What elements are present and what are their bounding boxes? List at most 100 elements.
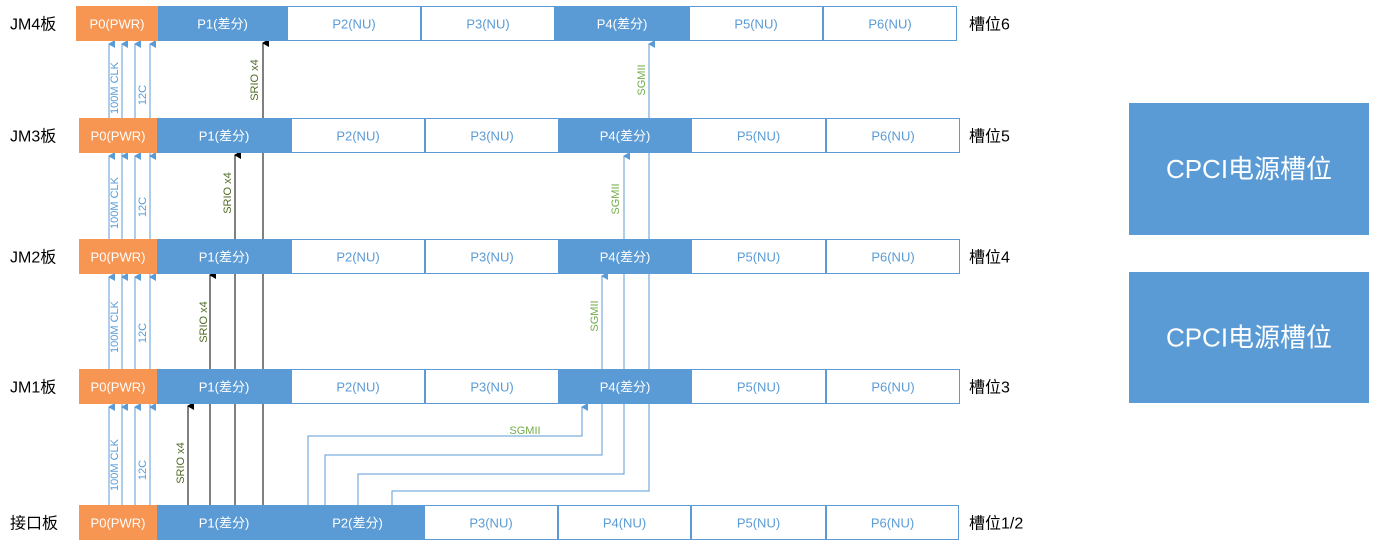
port-label: P0(PWR): [91, 380, 146, 395]
srio-label: SRIO x4: [222, 172, 234, 214]
port-box: [291, 239, 425, 274]
i2c-label: 12C: [137, 197, 149, 217]
port-label: P1(差分): [199, 516, 250, 531]
port-cell: P6(NU): [826, 239, 960, 274]
port-box: [691, 239, 826, 274]
port-label: P1(差分): [199, 250, 250, 265]
i2c-label: 12C: [137, 460, 149, 480]
port-label: P4(NU): [603, 516, 646, 531]
port-cell: P2(差分): [291, 505, 424, 540]
port-box: [826, 369, 960, 404]
port-label: P2(NU): [336, 250, 379, 265]
port-cell: P5(NU): [691, 369, 826, 404]
port-box: [555, 6, 689, 41]
port-label: P6(NU): [871, 129, 914, 144]
slot-label: 槽位6: [969, 16, 1010, 34]
port-cell: P5(NU): [691, 118, 826, 153]
board-label: 接口板: [10, 515, 58, 533]
srio-label: SRIO x4: [175, 442, 187, 484]
port-box: [823, 6, 957, 41]
port-box: [425, 118, 559, 153]
port-cell: P3(NU): [424, 505, 558, 540]
port-label: P2(差分): [332, 516, 383, 531]
psu-box: [1129, 272, 1369, 403]
port-box: [157, 369, 291, 404]
port-box: [291, 118, 425, 153]
port-label: P0(PWR): [90, 17, 145, 32]
port-box: [76, 6, 158, 41]
sgmii-line-jm2: [324, 272, 608, 505]
port-box: [291, 505, 424, 540]
port-label: P6(NU): [871, 380, 914, 395]
sgmii-label: SGMII: [636, 64, 648, 95]
port-box: [291, 369, 425, 404]
port-box: [158, 6, 287, 41]
board-label: JM2板: [10, 249, 56, 267]
port-cell: P4(差分): [559, 118, 691, 153]
i2c-label: 12C: [137, 85, 149, 105]
board-label: JM3板: [10, 128, 56, 146]
port-cell: P3(NU): [425, 369, 559, 404]
port-label: P3(NU): [466, 17, 509, 32]
port-box: [691, 369, 826, 404]
port-label: P2(NU): [336, 380, 379, 395]
port-box: [425, 369, 559, 404]
port-cell: P5(NU): [689, 6, 823, 41]
port-box: [79, 505, 157, 540]
port-box: [157, 118, 291, 153]
psu-slot: CPCI电源槽位: [1129, 272, 1369, 403]
port-cell: P4(差分): [555, 6, 689, 41]
port-label: P3(NU): [469, 516, 512, 531]
port-cell: P4(差分): [559, 239, 691, 274]
slot-label: 槽位4: [969, 249, 1010, 267]
port-box: [558, 505, 691, 540]
port-box: [559, 118, 691, 153]
port-cell: P6(NU): [826, 369, 960, 404]
i2c-label: 12C: [137, 323, 149, 343]
port-label: P3(NU): [470, 129, 513, 144]
port-label: P1(差分): [197, 17, 248, 32]
port-cell: P0(PWR): [79, 118, 157, 153]
port-label: P5(NU): [734, 17, 777, 32]
port-label: P1(差分): [199, 129, 250, 144]
port-label: P4(差分): [600, 129, 651, 144]
port-cell: P2(NU): [291, 118, 425, 153]
port-label: P1(差分): [199, 380, 250, 395]
port-label: P4(差分): [600, 250, 651, 265]
port-cell: P5(NU): [691, 239, 826, 274]
srio-label: SRIO x4: [198, 301, 210, 343]
port-box: [421, 6, 555, 41]
port-box: [79, 118, 157, 153]
port-box: [826, 118, 960, 153]
port-box: [287, 6, 421, 41]
port-box: [826, 239, 960, 274]
port-box: [559, 239, 691, 274]
psu-slot: CPCI电源槽位: [1129, 103, 1369, 235]
port-box: [79, 239, 157, 274]
clk-label: 100M CLK: [109, 61, 121, 114]
port-cell: P6(NU): [823, 6, 957, 41]
port-label: P6(NU): [871, 250, 914, 265]
port-box: [425, 239, 559, 274]
port-label: P0(PWR): [91, 516, 146, 531]
psu-box: [1129, 103, 1369, 235]
slot-label: 槽位1/2: [969, 515, 1023, 533]
port-cell: P2(NU): [291, 369, 425, 404]
port-cell: P3(NU): [425, 239, 559, 274]
board-label: JM4板: [10, 16, 56, 34]
port-cell: P1(差分): [157, 505, 291, 540]
port-cell: P4(差分): [559, 369, 691, 404]
port-box: [157, 239, 291, 274]
sgmii-line-jm1: [307, 403, 588, 505]
port-cell: P6(NU): [826, 118, 960, 153]
port-cell: P1(差分): [157, 239, 291, 274]
port-cell: P0(PWR): [79, 505, 157, 540]
port-label: P5(NU): [737, 129, 780, 144]
psu-slots: CPCI电源槽位 CPCI电源槽位: [1129, 103, 1369, 403]
